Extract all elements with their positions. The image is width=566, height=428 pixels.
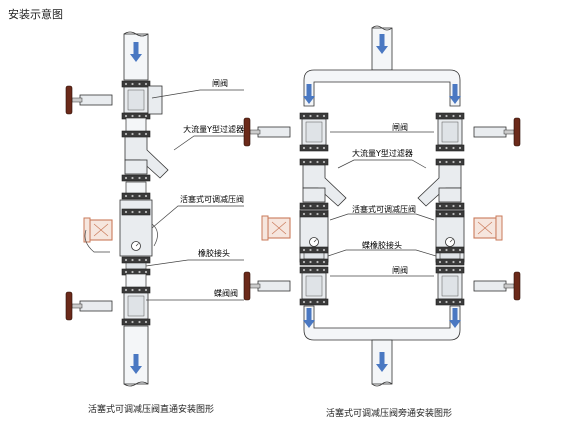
handwheel-icon [473,271,521,301]
handwheel-icon [243,117,291,147]
page-title: 安装示意图 [8,8,63,21]
label-y-strainer: 大流量Y型过滤器 [183,124,244,134]
pressure-reducing-valve-right [473,215,503,241]
flex-joint [122,257,150,275]
bypass-header-bottom [303,305,461,341]
label-gate-valve-top: 闸阀 [212,79,228,88]
pressure-gauge-icon [445,237,455,247]
caption-left: 活塞式可调减压阀直通安装图形 [88,405,215,415]
pressure-gauge-icon [131,241,141,251]
gate-valve-right-bottom [436,267,464,305]
label-pressure-reducing-valve: 活塞式可调减压阀 [180,194,244,204]
handwheel-icon [243,271,291,301]
label-y-strainer: 大流量Y型过滤器 [352,148,413,158]
label-pressure-reducing-valve: 活塞式可调减压阀 [352,204,416,214]
y-strainer-right [418,159,464,209]
flex-joint-left [300,247,328,265]
bypass-header-top [303,69,461,107]
gate-valve-top [122,81,150,119]
y-strainer-left [300,159,346,209]
gate-valve-left-bottom [300,267,328,305]
left-diagram: 闸阀 大流量Y型过滤器 活塞式可调减压阀 橡胶接头 蝶阀阀 [65,31,244,387]
label-flex-joint: 蝶橡胶接头 [362,240,402,250]
pressure-reducing-valve [83,217,113,243]
handwheel-icon [65,291,113,321]
label-gate-valve-bottom: 蝶阀阀 [214,288,238,298]
flex-joint-right [436,247,464,265]
label-gate-valve-bottom: 闸阀 [392,266,408,275]
gate-valve-right-top [436,113,464,151]
pressure-reducing-valve-left [261,215,291,241]
handwheel-icon [65,85,113,115]
right-diagram: 闸阀 大流量Y型过滤器 活塞式可调减压阀 蝶橡胶接头 闸阀 [243,25,521,387]
label-flex-joint: 橡胶接头 [198,248,230,258]
gate-valve-bottom [122,287,150,325]
label-gate-valve-top: 闸阀 [392,123,408,132]
caption-right: 活塞式可调减压阀旁通安装图形 [326,409,453,419]
gate-valve-left-top [300,113,328,151]
pressure-gauge-icon [309,237,319,247]
y-strainer [122,131,168,181]
handwheel-icon [473,117,521,147]
